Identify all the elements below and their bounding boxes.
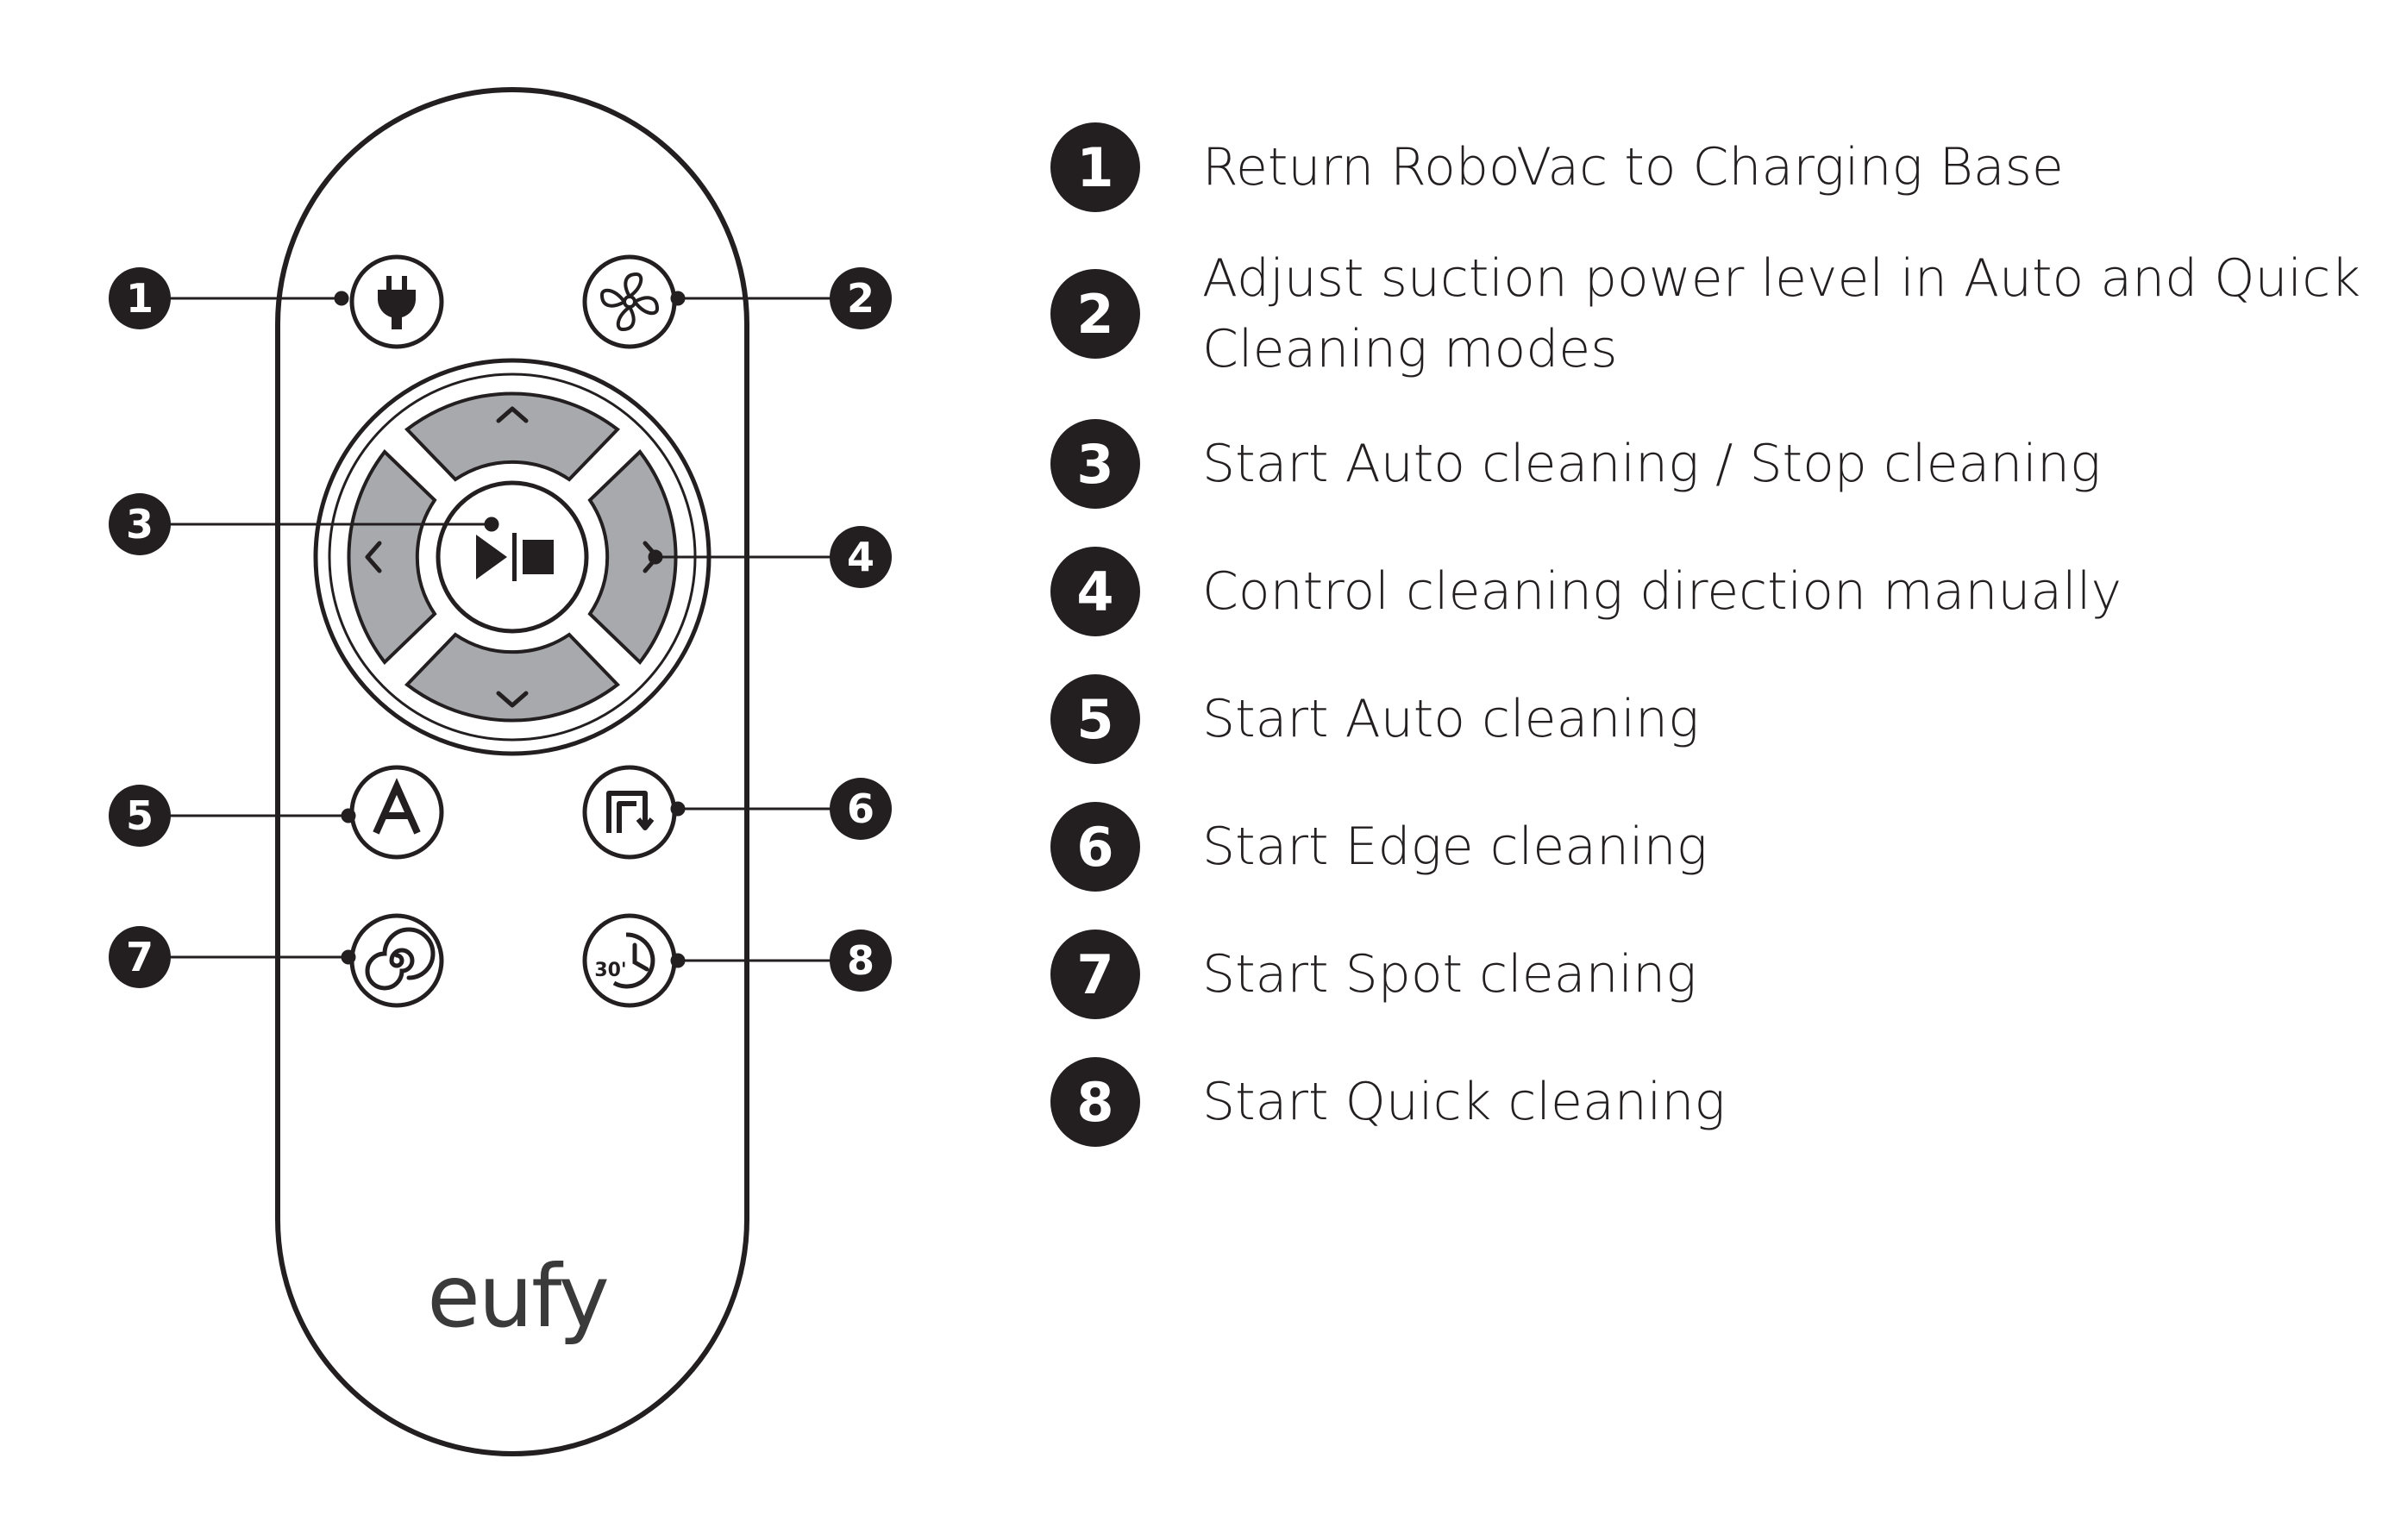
legend-number-badge: 1 — [1050, 122, 1140, 212]
dpad-down-button[interactable] — [404, 632, 620, 723]
leader-dot-6 — [670, 801, 686, 817]
leader-dot-4 — [648, 549, 663, 565]
legend-number-badge: 2 — [1050, 269, 1140, 359]
play-pause-button[interactable] — [436, 480, 589, 634]
leader-dot-7 — [341, 949, 356, 965]
legend-item-3: 3 Start Auto cleaning / Stop cleaning — [1050, 419, 2379, 509]
auto-a-icon — [373, 778, 421, 835]
leader-dot-8 — [670, 953, 686, 968]
chevron-left-icon — [365, 541, 382, 573]
leader-dot-3 — [484, 516, 499, 532]
legend-text: Start Edge cleaning — [1202, 817, 1708, 877]
callout-badge-1: 1 — [109, 267, 171, 329]
callout-badge-6: 6 — [830, 778, 892, 840]
leader-dot-1 — [334, 291, 349, 306]
callout-badge-8: 8 — [830, 930, 892, 992]
legend-item-2: 2 Adjust suction power level in Auto and… — [1050, 243, 2379, 385]
quick-button[interactable]: 30' — [582, 913, 677, 1008]
legend: 1 Return RoboVac to Charging Base 2 Adju… — [1050, 0, 2379, 1540]
leader-dot-2 — [670, 291, 686, 306]
legend-item-6: 6 Start Edge cleaning — [1050, 802, 2379, 892]
legend-text: Start Spot cleaning — [1202, 944, 1697, 1005]
spiral-icon — [365, 927, 436, 991]
callout-badge-3-number: 3 — [126, 501, 154, 548]
legend-number-badge: 5 — [1050, 674, 1140, 764]
legend-item-4: 4 Control cleaning direction manually — [1050, 547, 2379, 636]
suction-button[interactable] — [582, 254, 677, 349]
callout-badge-5: 5 — [109, 785, 171, 847]
dpad-left-button[interactable] — [347, 449, 437, 665]
legend-text: Control cleaning direction manually — [1202, 561, 2122, 622]
callout-badge-2-number: 2 — [847, 275, 875, 322]
legend-number-badge: 7 — [1050, 930, 1140, 1019]
direction-pad[interactable] — [347, 391, 678, 723]
legend-item-7: 7 Start Spot cleaning — [1050, 930, 2379, 1019]
callout-badge-1-number: 1 — [126, 275, 154, 322]
chevron-up-icon — [496, 406, 529, 423]
return-base-button[interactable] — [349, 254, 444, 349]
callout-badge-7: 7 — [109, 926, 171, 988]
callout-badge-2: 2 — [830, 267, 892, 329]
dpad-up-button[interactable] — [404, 391, 620, 482]
legend-item-5: 5 Start Auto cleaning — [1050, 674, 2379, 764]
leader-dot-5 — [341, 808, 356, 823]
legend-number-badge: 6 — [1050, 802, 1140, 892]
legend-text: Start Quick cleaning — [1202, 1072, 1726, 1132]
edge-button[interactable] — [582, 765, 677, 860]
spot-button[interactable] — [349, 913, 444, 1008]
callout-badge-3: 3 — [109, 493, 171, 555]
legend-item-1: 1 Return RoboVac to Charging Base — [1050, 122, 2379, 212]
edge-icon — [606, 791, 655, 833]
callout-badge-4-number: 4 — [847, 534, 875, 580]
legend-item-8: 8 Start Quick cleaning — [1050, 1057, 2379, 1147]
dpad-right-button[interactable] — [587, 449, 678, 665]
callout-badge-4: 4 — [830, 526, 892, 588]
legend-text: Start Auto cleaning — [1202, 689, 1700, 749]
auto-button[interactable] — [349, 765, 444, 860]
brand-logo: eufy — [427, 1246, 610, 1347]
quick-clock-icon: 30' — [594, 932, 655, 989]
plug-icon — [378, 276, 416, 329]
legend-text: Return RoboVac to Charging Base — [1202, 137, 2064, 197]
chevron-down-icon — [496, 691, 529, 708]
callout-badge-7-number: 7 — [126, 934, 154, 980]
fan-icon — [600, 272, 659, 331]
legend-number-badge: 8 — [1050, 1057, 1140, 1147]
play-pause-icon — [476, 533, 554, 581]
legend-text: Start Auto cleaning / Stop cleaning — [1202, 434, 2102, 494]
quick-button-label: 30' — [594, 960, 626, 981]
legend-number-badge: 3 — [1050, 419, 1140, 509]
callout-badge-8-number: 8 — [847, 937, 875, 984]
callout-badge-5-number: 5 — [126, 792, 154, 839]
callout-badge-6-number: 6 — [847, 786, 875, 832]
legend-text: Adjust suction power level in Auto and Q… — [1202, 248, 2360, 379]
legend-number-badge: 4 — [1050, 547, 1140, 636]
